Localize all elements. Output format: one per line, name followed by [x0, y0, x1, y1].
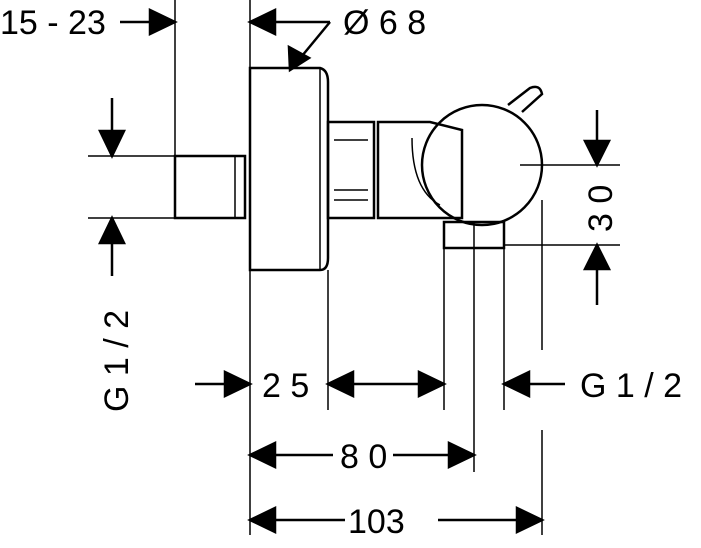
arrow-80-right — [447, 441, 477, 469]
arrow-pipe-bottom — [98, 215, 126, 245]
label-dim-103: 103 — [348, 503, 405, 541]
label-wall-range: 15 - 23 — [0, 4, 106, 42]
label-dim-80: 8 0 — [340, 438, 387, 476]
dimension-lines — [98, 8, 612, 534]
arrow-25-left — [223, 370, 253, 398]
valve-body — [173, 66, 544, 272]
label-thread-left: G 1 / 2 — [98, 310, 136, 412]
arrow-80-left — [247, 441, 277, 469]
mixer-body-contour — [411, 137, 441, 206]
inlet-pipe — [173, 154, 247, 220]
label-diameter: Ø 6 8 — [343, 4, 426, 42]
label-dim-25: 2 5 — [262, 367, 309, 405]
arrow-103-left — [247, 506, 277, 534]
label-thread-bottom: G 1 / 2 — [580, 367, 682, 405]
arrow-pipe-top — [98, 129, 126, 159]
arrow-outlet — [501, 370, 531, 398]
arrow-30-top — [582, 139, 612, 168]
label-height-30: 3 0 — [582, 185, 620, 232]
arrow-30-bottom — [582, 242, 612, 271]
arrow-25-span-end — [417, 370, 447, 398]
mixer-body — [376, 120, 464, 220]
wall-flange — [248, 66, 330, 272]
arrow-103-right — [515, 506, 545, 534]
extension-lines — [88, 0, 620, 535]
handle-lever — [507, 85, 544, 113]
arrow-wall-range — [148, 8, 178, 36]
hex-nut — [326, 120, 376, 220]
dimension-labels: 15 - 23 Ø 6 8 G 1 / 2 3 0 2 5 G 1 / 2 8 … — [0, 4, 682, 541]
arrow-diameter-left — [247, 8, 277, 36]
arrow-25-right — [325, 370, 355, 398]
arrow-diameter-leader — [287, 44, 312, 73]
